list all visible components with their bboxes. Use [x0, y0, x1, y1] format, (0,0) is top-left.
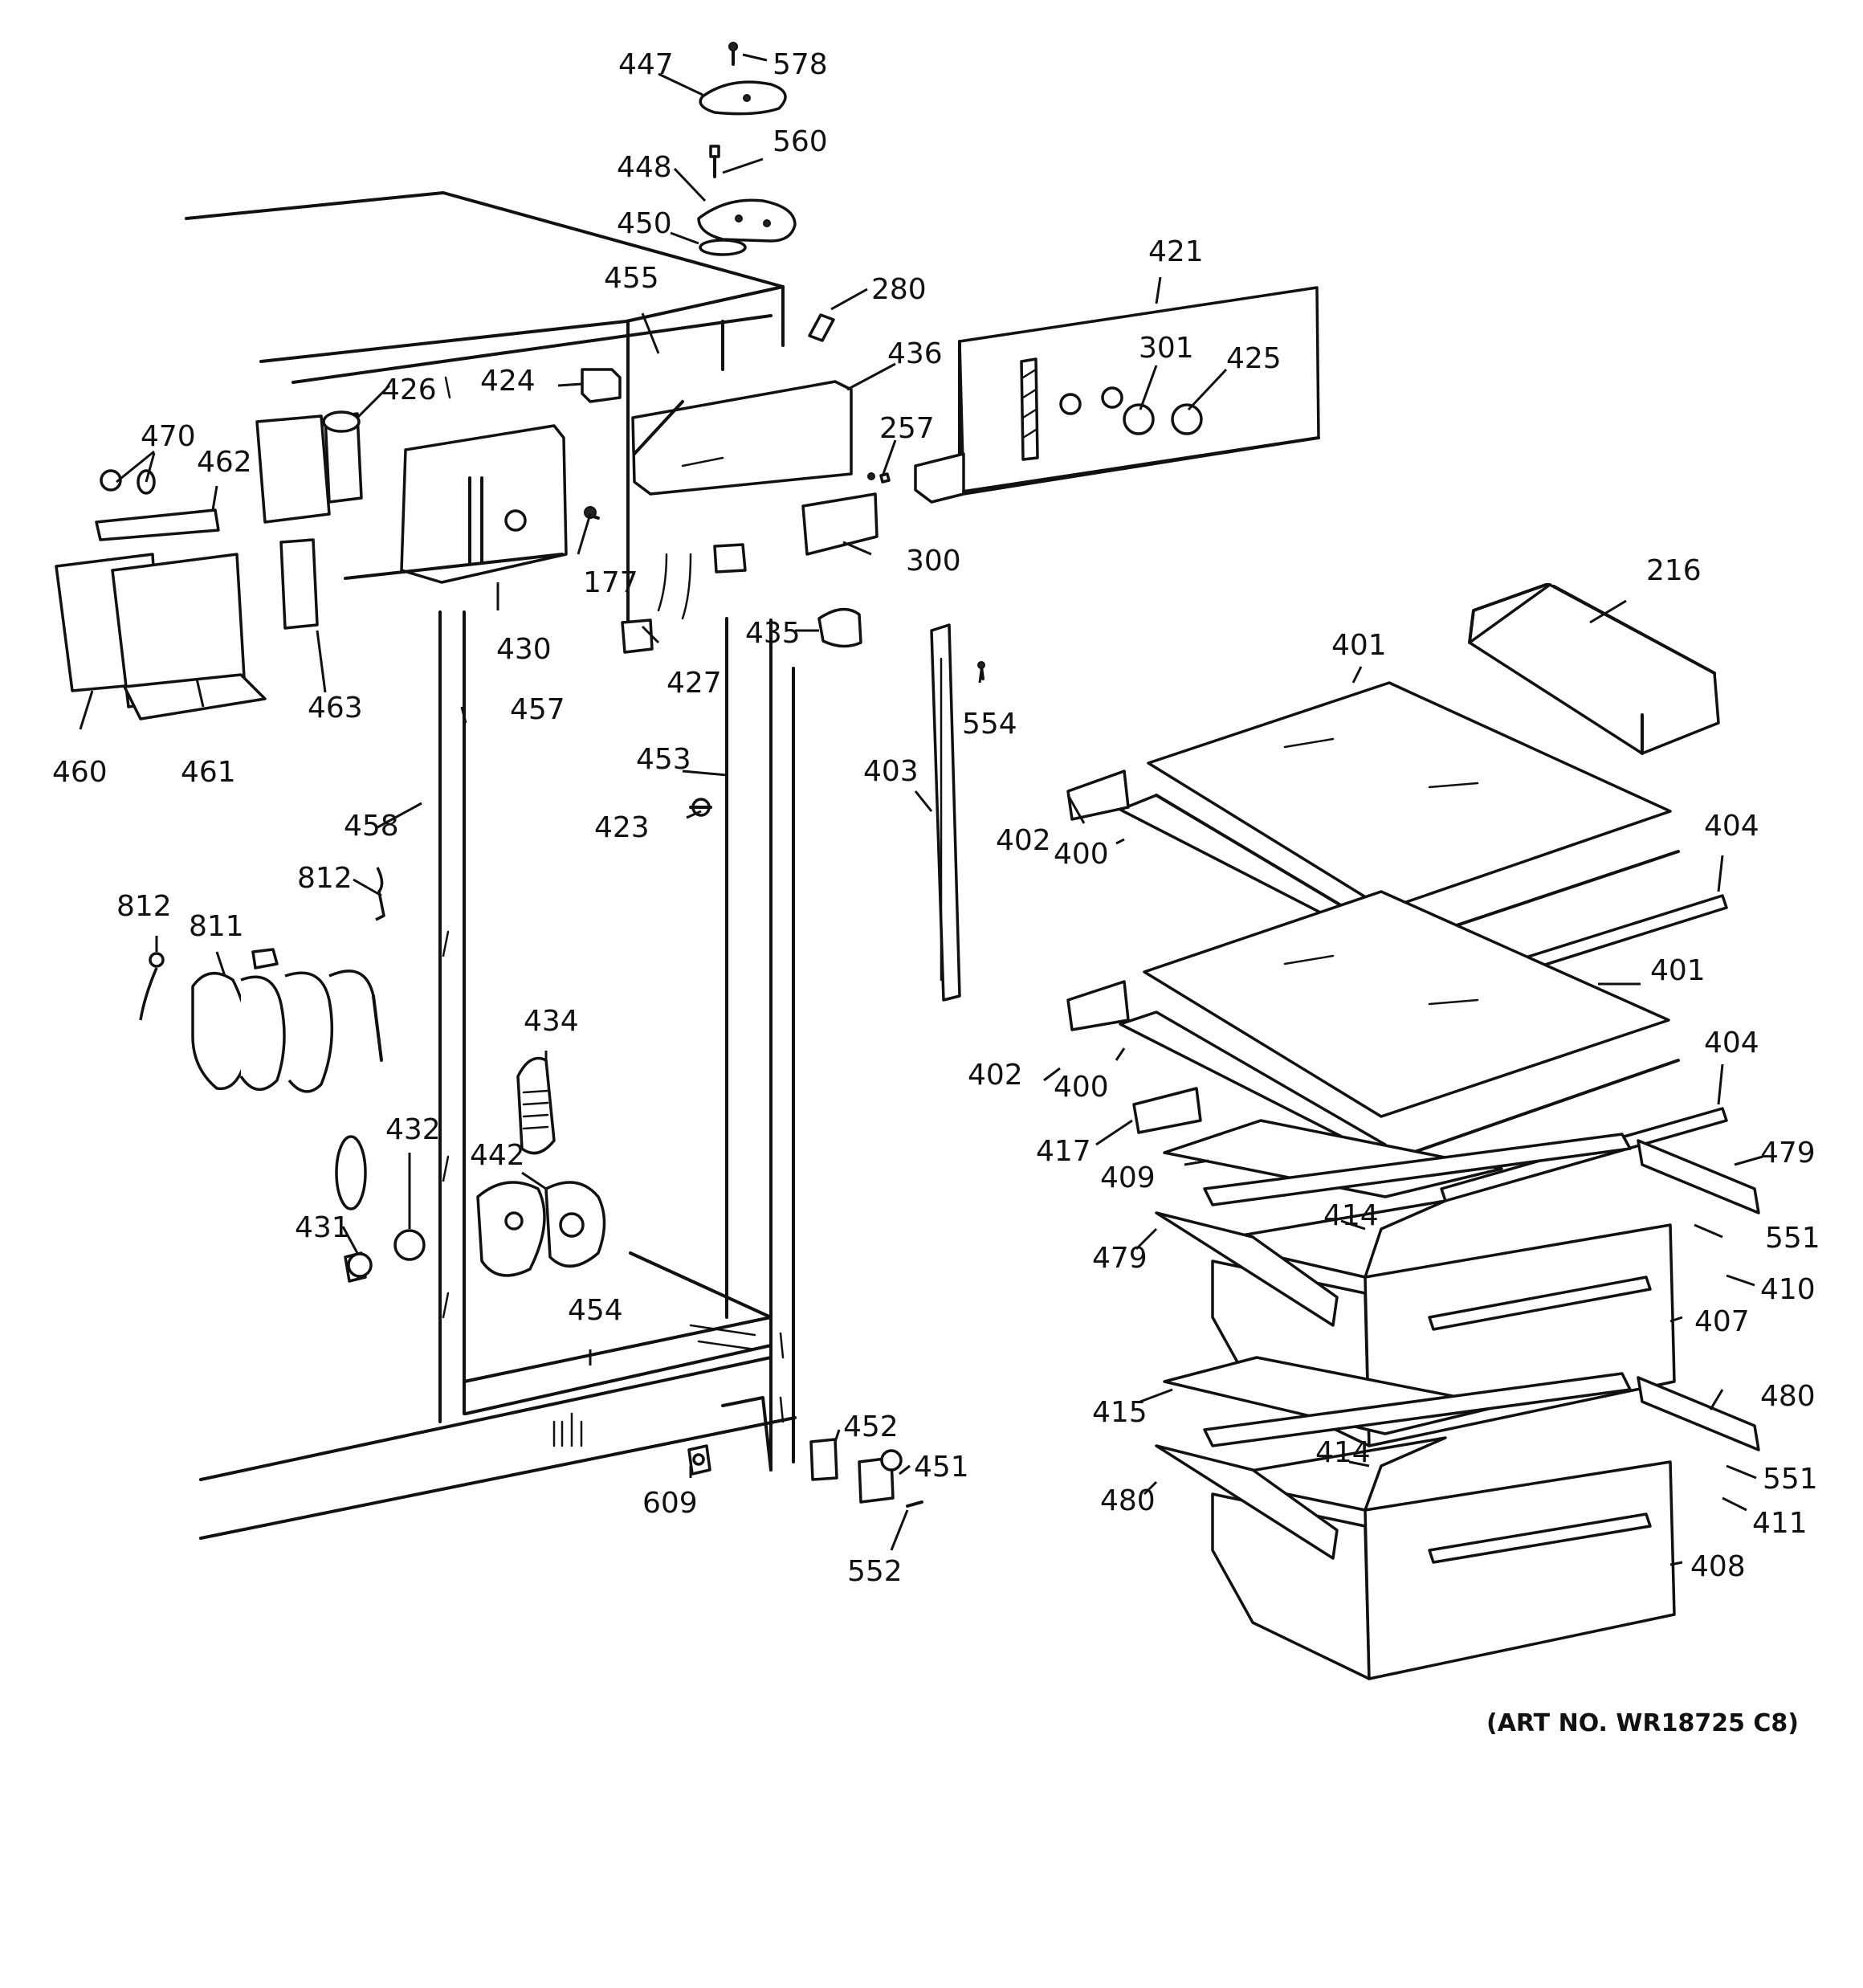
callout-426: 426 [381, 374, 437, 406]
callout-442: 442 [470, 1139, 525, 1172]
callout-811: 811 [189, 910, 244, 943]
callout-415: 415 [1092, 1396, 1148, 1429]
callout-410: 410 [1760, 1273, 1816, 1306]
callout-447: 447 [618, 48, 674, 81]
control-panel [879, 286, 1320, 504]
callout-436: 436 [887, 337, 943, 370]
callout-430: 430 [496, 633, 552, 666]
callout-560: 560 [773, 125, 828, 158]
callout-609: 609 [642, 1487, 698, 1520]
crisper-lower [1155, 1356, 1760, 1680]
callout-401-lower: 401 [1650, 954, 1706, 987]
callout-402-lower: 402 [968, 1059, 1023, 1092]
door-bin [1468, 583, 1720, 755]
callout-407: 407 [1694, 1305, 1750, 1338]
callout-479-left: 479 [1092, 1242, 1148, 1275]
callout-552: 552 [847, 1555, 903, 1588]
callout-423: 423 [594, 811, 650, 844]
callout-425: 425 [1226, 342, 1282, 375]
rail-and-hardware [139, 623, 985, 1508]
leader-lines [79, 53, 1763, 1566]
callout-479-right: 479 [1760, 1137, 1816, 1170]
callout-417: 417 [1036, 1135, 1091, 1168]
callout-462: 462 [197, 446, 252, 479]
callout-458: 458 [344, 810, 399, 843]
callout-554: 554 [962, 708, 1017, 741]
callout-448: 448 [617, 151, 672, 184]
callout-480-right: 480 [1760, 1380, 1816, 1413]
callout-402-upper: 402 [996, 824, 1051, 857]
control-housing-parts [55, 368, 879, 720]
callout-812-left: 812 [116, 890, 172, 923]
heater-assembly [191, 948, 383, 1093]
callout-551-upper: 551 [1765, 1222, 1820, 1255]
cabinet-liner [185, 191, 797, 1540]
callout-427: 427 [667, 667, 722, 700]
callout-400-upper: 400 [1054, 838, 1109, 871]
callout-435: 435 [745, 617, 801, 650]
callout-280: 280 [871, 273, 927, 306]
callout-414-lower: 414 [1315, 1436, 1371, 1469]
callout-404-lower: 404 [1704, 1027, 1759, 1059]
callout-421: 421 [1148, 235, 1204, 268]
callout-408: 408 [1690, 1550, 1746, 1583]
callout-401-upper: 401 [1331, 629, 1387, 662]
callout-454: 454 [568, 1294, 623, 1327]
callout-812-right: 812 [297, 862, 353, 895]
callout-457: 457 [510, 693, 565, 726]
callout-453: 453 [636, 743, 691, 776]
callout-409: 409 [1100, 1161, 1156, 1194]
callout-411: 411 [1752, 1507, 1808, 1540]
callout-578: 578 [773, 48, 828, 81]
callout-450: 450 [617, 207, 672, 240]
callout-455: 455 [604, 262, 659, 295]
callout-177: 177 [583, 566, 638, 599]
callout-414-upper: 414 [1323, 1199, 1379, 1232]
callout-257: 257 [879, 412, 935, 445]
callout-301: 301 [1139, 332, 1194, 365]
callout-551-lower: 551 [1763, 1463, 1818, 1496]
damper-light-parts [335, 1056, 606, 1283]
callout-461: 461 [181, 756, 236, 789]
top-hinge-parts [697, 42, 835, 342]
callout-403: 403 [863, 755, 919, 788]
callout-463: 463 [308, 692, 363, 725]
callout-470: 470 [141, 420, 196, 453]
art-number: (ART NO. WR18725 C8) [1486, 1709, 1799, 1737]
callout-432: 432 [385, 1113, 441, 1146]
callout-labels: 447 578 560 448 450 455 280 421 426 424 … [52, 48, 1820, 1588]
callout-216: 216 [1646, 554, 1702, 587]
callout-404-upper: 404 [1704, 810, 1759, 843]
callout-400-lower: 400 [1054, 1071, 1109, 1104]
callout-434: 434 [524, 1005, 579, 1038]
callout-460: 460 [52, 756, 108, 789]
callout-431: 431 [295, 1211, 350, 1244]
callout-451: 451 [914, 1451, 969, 1484]
callout-424: 424 [480, 365, 536, 398]
callout-300: 300 [906, 545, 961, 578]
callout-452: 452 [843, 1410, 899, 1443]
callout-480-left: 480 [1100, 1484, 1156, 1517]
